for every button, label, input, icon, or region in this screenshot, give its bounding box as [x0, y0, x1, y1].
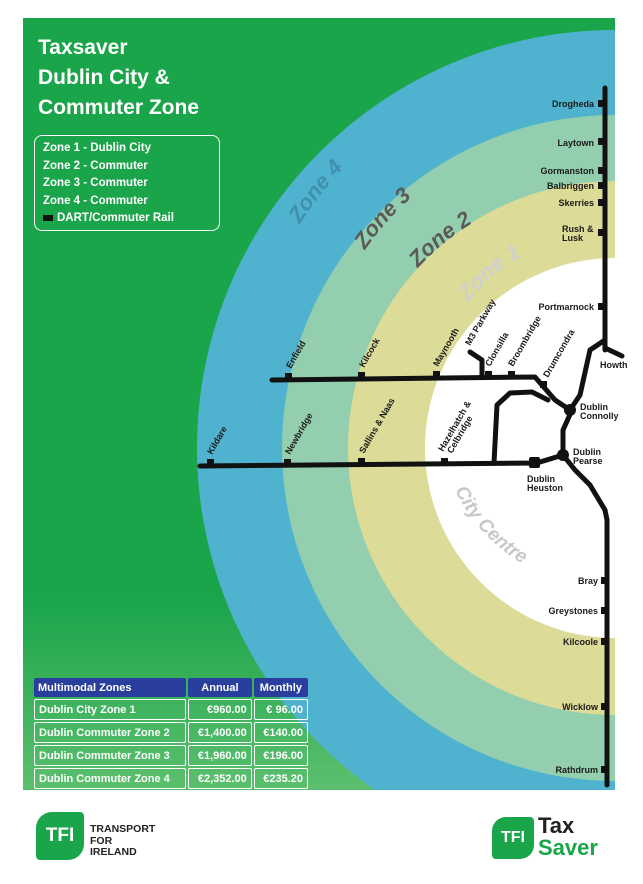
howth-branch	[602, 345, 625, 359]
tick-drumcondra	[540, 381, 547, 388]
station-rathdrum: Rathdrum	[556, 765, 599, 775]
header-zones: Multimodal Zones	[34, 678, 187, 697]
station-wicklow: Wicklow	[562, 702, 599, 712]
table-row: Dublin Commuter Zone 4 €2,352.00 €235.20	[34, 768, 308, 789]
tick-greystones	[601, 607, 608, 614]
northern-line-city	[567, 337, 608, 413]
taxsaver-logo-mark: TFI	[492, 817, 534, 859]
station-dublin-pearse-2: Pearse	[573, 456, 603, 466]
station-portmarnock: Portmarnock	[538, 302, 595, 312]
zone-legend: Zone 1 - Dublin City Zone 2 - Commuter Z…	[34, 135, 220, 231]
tfi-logo-mark: TFI	[36, 812, 84, 860]
fare-annual: €960.00	[188, 699, 252, 720]
tick-kildare	[207, 459, 214, 466]
tick-kilcoole	[601, 638, 608, 645]
tick-balbriggen	[598, 182, 605, 189]
tfi-text-line2: FOR	[90, 834, 113, 847]
legend-rail-label: DART/Commuter Rail	[57, 212, 174, 224]
title-line-1: Taxsaver	[38, 36, 128, 59]
tick-laytown	[598, 138, 605, 145]
tick-gormanston	[598, 167, 605, 174]
tick-enfield	[285, 373, 292, 380]
station-drogheda: Drogheda	[552, 99, 595, 109]
legend-zone3: Zone 3 - Commuter	[43, 177, 148, 189]
taxsaver-tax-text: Tax	[538, 813, 575, 838]
tick-clonsilla	[485, 371, 492, 378]
tick-broombridge	[508, 371, 515, 378]
station-skerries: Skerries	[558, 198, 594, 208]
station-greystones: Greystones	[548, 606, 598, 616]
tick-rush-lusk	[598, 229, 605, 236]
station-rush-lusk-2: Lusk	[562, 233, 584, 243]
legend-zone4: Zone 4 - Commuter	[43, 194, 148, 207]
table-row: Dublin City Zone 1 €960.00 € 96.00	[34, 699, 308, 720]
tick-maynooth	[433, 371, 440, 378]
tick-wicklow	[601, 703, 608, 710]
m3-parkway-branch	[467, 349, 485, 379]
station-gormanston: Gormanston	[540, 166, 594, 176]
fare-zone: Dublin Commuter Zone 2	[34, 722, 187, 743]
maynooth-line	[269, 374, 573, 413]
header-monthly: Monthly	[253, 678, 308, 697]
station-dublin-heuston-1: Dublin	[527, 474, 555, 484]
fare-annual: €1,400.00	[188, 722, 252, 743]
station-laytown: Laytown	[557, 138, 594, 148]
fare-monthly: €196.00	[253, 745, 308, 766]
tick-drogheda	[598, 100, 605, 107]
title-line-2: Dublin City &	[38, 66, 170, 89]
rail-swatch	[43, 214, 53, 221]
tick-skerries	[598, 199, 605, 206]
taxsaver-logo: TFI Tax Saver	[492, 813, 622, 865]
kildare-line	[197, 460, 540, 469]
fare-zone: Dublin Commuter Zone 4	[34, 768, 187, 789]
tick-bray	[601, 577, 608, 584]
node-pearse	[557, 449, 569, 461]
station-rush-lusk-1: Rush &	[562, 224, 594, 234]
tick-sallins	[358, 458, 365, 465]
tick-portmarnock	[598, 303, 605, 310]
southern-line	[560, 452, 610, 788]
node-connolly	[564, 404, 576, 416]
legend-zone1: Zone 1 - Dublin City	[43, 142, 151, 154]
station-ticks	[207, 100, 608, 773]
node-heuston	[529, 457, 540, 468]
station-howth: Howth	[600, 360, 628, 370]
fares-table: Multimodal Zones Annual Monthly Dublin C…	[32, 676, 310, 791]
loop-line	[560, 407, 575, 458]
title-line-3: Commuter Zone	[38, 96, 200, 119]
station-dublin-connolly-1: Dublin	[580, 402, 608, 412]
taxsaver-saver-text: Saver	[538, 835, 598, 860]
station-dublin-pearse-1: Dublin	[573, 447, 601, 457]
station-bray: Bray	[578, 576, 598, 586]
fare-annual: €2,352.00	[188, 768, 252, 789]
tick-newbridge	[284, 459, 291, 466]
tick-kilcock	[358, 372, 365, 379]
map-title: Taxsaver Dublin City & Commuter Zone	[38, 33, 199, 123]
rail-lines	[197, 85, 625, 788]
legend-zone2: Zone 2 - Commuter	[43, 159, 148, 172]
legend-rail: DART/Commuter Rail	[43, 210, 219, 228]
tick-hazelhatch	[441, 458, 448, 465]
tfi-text-line3: IRELAND	[90, 846, 137, 858]
station-balbriggen: Balbriggen	[547, 181, 594, 191]
fare-monthly: €235.20	[253, 768, 308, 789]
station-kilcoole: Kilcoole	[563, 637, 598, 647]
fares-header-row: Multimodal Zones Annual Monthly	[34, 678, 308, 697]
tfi-logo-text: TRANSPORT FOR IRELAND	[90, 823, 156, 859]
fare-annual: €1,960.00	[188, 745, 252, 766]
station-dublin-connolly-2: Connolly	[580, 411, 619, 421]
fare-zone: Dublin Commuter Zone 3	[34, 745, 187, 766]
station-dublin-heuston-2: Heuston	[527, 483, 563, 493]
phoenix-park-link	[491, 389, 551, 466]
table-row: Dublin Commuter Zone 2 €1,400.00 €140.00	[34, 722, 308, 743]
header-annual: Annual	[188, 678, 252, 697]
table-row: Dublin Commuter Zone 3 €1,960.00 €196.00	[34, 745, 308, 766]
tick-rathdrum	[601, 766, 608, 773]
fare-zone: Dublin City Zone 1	[34, 699, 187, 720]
fare-monthly: €140.00	[253, 722, 308, 743]
fare-monthly: € 96.00	[253, 699, 308, 720]
tfi-text-line1: TRANSPORT	[90, 823, 156, 835]
